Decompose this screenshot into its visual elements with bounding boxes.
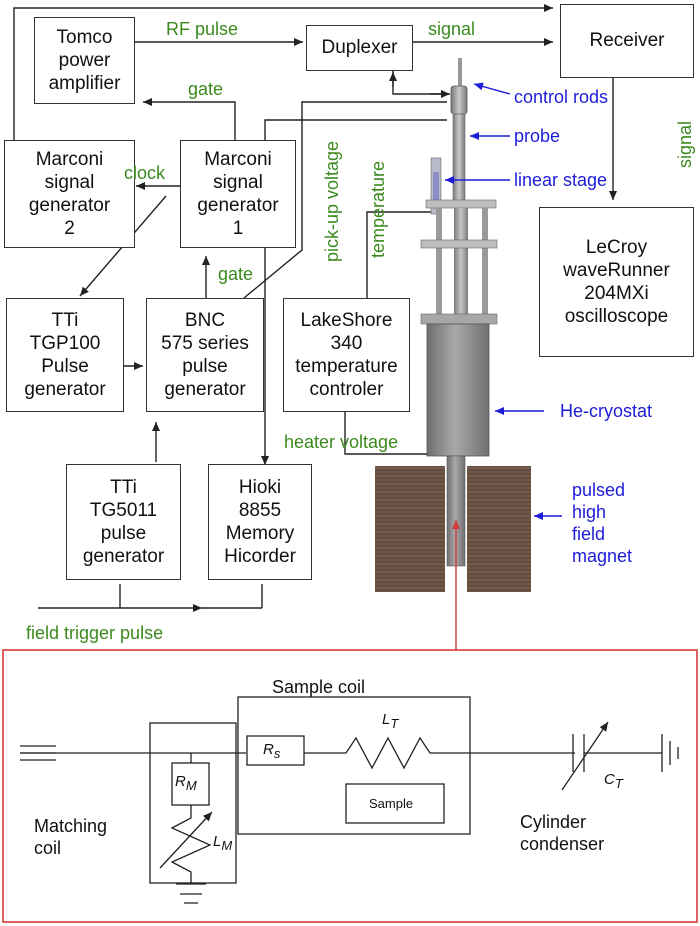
probe-label: probe <box>514 126 561 146</box>
lm-label: LM <box>213 834 232 852</box>
linear-stage-label: linear stage <box>514 170 608 190</box>
lecroy-oscilloscope-box: LeCroy waveRunner 204MXi oscilloscope <box>539 207 694 357</box>
sample-box-label: Sample <box>369 796 414 811</box>
hioki-8855-box: Hioki 8855 Memory Hicorder <box>208 464 312 580</box>
lt-symbol: L <box>382 711 391 728</box>
gate-label-top: gate <box>188 79 224 99</box>
rf-pulse-label: RF pulse <box>166 19 239 39</box>
rm-symbol: R <box>175 773 186 790</box>
matching-coil-label: Matching coil <box>34 816 108 858</box>
magnet-coils <box>375 466 531 592</box>
control-rods-label: control rods <box>514 87 609 107</box>
marconi-1-box: Marconi signal generator 1 <box>180 140 296 248</box>
lt-label: LT <box>382 712 398 730</box>
rm-label: RM <box>175 774 197 792</box>
tti-tg5011-box: TTi TG5011 pulse generator <box>66 464 181 580</box>
lakeshore-340-box: LakeShore 340 temperature controler <box>283 298 410 412</box>
signal-label-right: signal <box>675 120 695 168</box>
clock-label: clock <box>124 163 166 183</box>
ct-symbol: C <box>604 771 615 788</box>
tti-tgp100-box: TTi TGP100 Pulse generator <box>6 298 124 412</box>
temperature-label: temperature <box>368 160 388 258</box>
marconi-2-box: Marconi signal generator 2 <box>4 140 135 248</box>
rs-symbol: R <box>263 741 274 758</box>
bnc-575-box: BNC 575 series pulse generator <box>146 298 264 412</box>
receiver-box: Receiver <box>560 4 694 78</box>
magnet-label: pulsed high field magnet <box>572 480 633 566</box>
tomco-amplifier-box: Tomco power amplifier <box>34 17 135 104</box>
rs-subscript: s <box>273 746 281 761</box>
ct-subscript: T <box>614 776 623 791</box>
heater-voltage-label: heater voltage <box>284 432 399 452</box>
ct-label: CT <box>604 772 623 790</box>
sample-coil-title: Sample coil <box>272 677 366 697</box>
he-cryostat-label: He-cryostat <box>560 401 653 421</box>
signal-label-top: signal <box>428 19 476 39</box>
pickup-voltage-label: pick-up voltage <box>322 140 342 262</box>
lm-subscript: M <box>221 838 233 853</box>
lt-subscript: T <box>390 716 399 731</box>
lm-symbol: L <box>213 833 222 850</box>
field-trigger-label: field trigger pulse <box>26 623 164 643</box>
gate-label-mid: gate <box>218 264 254 284</box>
duplexer-box: Duplexer <box>306 25 413 71</box>
rm-subscript: M <box>185 778 197 793</box>
cylinder-condenser-label: Cylinder condenser <box>520 812 605 854</box>
rs-label: Rs <box>263 742 280 760</box>
